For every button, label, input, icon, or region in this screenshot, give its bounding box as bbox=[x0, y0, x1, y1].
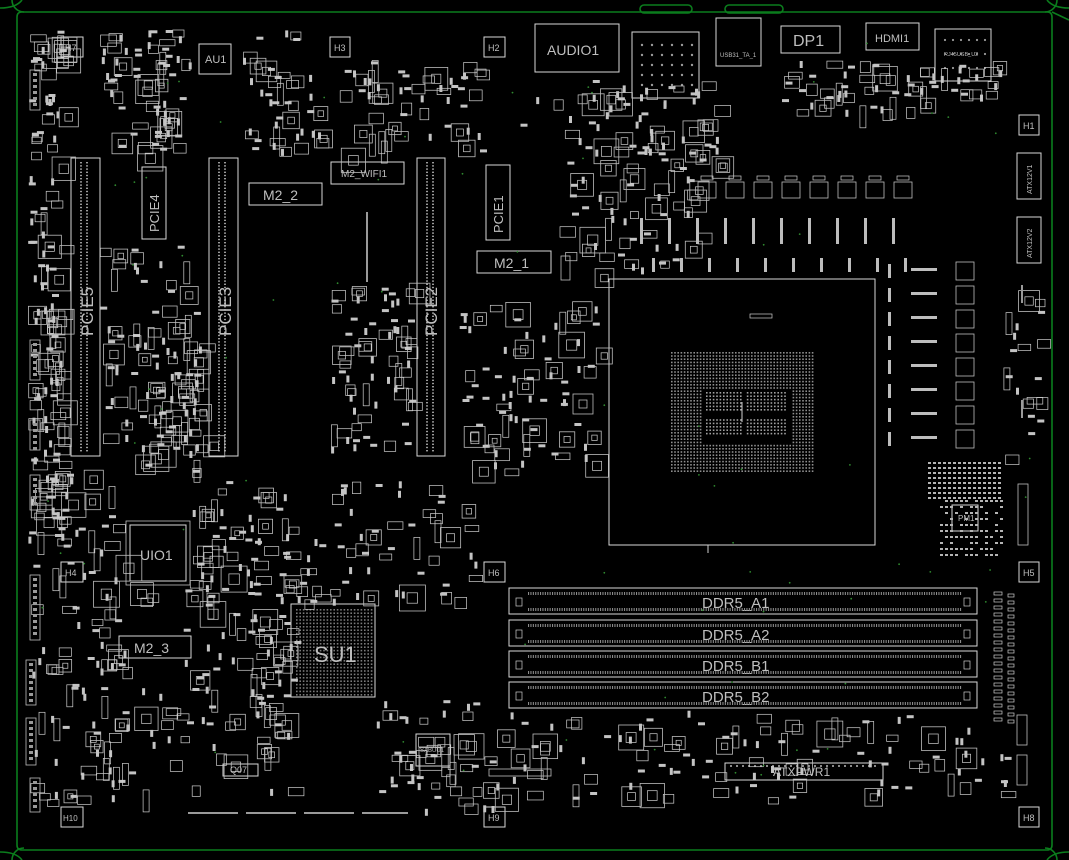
svg-text:PCIE3: PCIE3 bbox=[216, 287, 235, 336]
au1-chip: AU1 bbox=[198, 43, 232, 75]
mounting-hole-h2: H2 bbox=[483, 36, 506, 58]
pcie2-slot: PCIE2 bbox=[416, 157, 446, 457]
svg-text:H3: H3 bbox=[334, 43, 346, 53]
vias bbox=[41, 42, 1031, 776]
mounting-hole-h1: H1 bbox=[1018, 114, 1040, 136]
svg-text:H6: H6 bbox=[488, 568, 500, 578]
svg-text:DDR5_B2: DDR5_B2 bbox=[702, 689, 770, 706]
svg-text:USB31_TA_1: USB31_TA_1 bbox=[720, 53, 757, 59]
svg-text:ATX12V1: ATX12V1 bbox=[1027, 164, 1034, 194]
svg-text:PCIE1: PCIE1 bbox=[491, 195, 506, 233]
pcie3-slot: PCIE3 bbox=[208, 157, 239, 457]
mounting-hole-h8: H8 bbox=[1018, 806, 1040, 828]
svg-text:M2_1: M2_1 bbox=[494, 255, 529, 271]
su1-chipset: SU1 bbox=[290, 603, 376, 698]
svg-text:AUDIO1: AUDIO1 bbox=[547, 42, 599, 58]
ddr5-a1-slot: DDR5_A1 bbox=[508, 587, 978, 615]
hdmi1-connector: HDMI1 bbox=[865, 22, 920, 51]
dp1-connector: DP1 bbox=[780, 25, 841, 54]
svg-text:M2_WIFI1: M2_WIFI1 bbox=[341, 169, 388, 180]
mounting-hole-h10: H10 bbox=[60, 806, 84, 828]
m2-1-slot: M2_1 bbox=[476, 250, 552, 274]
pcie4-slot: PCIE4 bbox=[141, 166, 167, 240]
svg-text:H9: H9 bbox=[488, 813, 500, 823]
svg-text:H8: H8 bbox=[1023, 813, 1035, 823]
svg-text:DDR5_A2: DDR5_A2 bbox=[702, 627, 770, 644]
svg-text:PCIE2: PCIE2 bbox=[422, 287, 441, 336]
svg-text:HDMI1: HDMI1 bbox=[875, 33, 909, 45]
m2-3-slot: M2_3 bbox=[118, 635, 192, 659]
svg-text:Q07: Q07 bbox=[230, 765, 247, 775]
ddr5-a2-slot: DDR5_A2 bbox=[508, 619, 978, 647]
pcie5-slot: PCIE5 bbox=[70, 157, 101, 457]
svg-text:M2_2: M2_2 bbox=[263, 187, 298, 203]
sabuu1-chip: SABUU1 bbox=[415, 733, 451, 767]
mounting-hole-h3: H3 bbox=[329, 36, 351, 58]
svg-text:H1: H1 bbox=[1023, 121, 1035, 131]
svg-text:H7: H7 bbox=[65, 43, 77, 53]
svg-text:DDR5_B1: DDR5_B1 bbox=[702, 658, 770, 675]
ddr5-b2-slot: DDR5_B2 bbox=[508, 681, 978, 709]
uio1-chip: UIO1 bbox=[125, 520, 191, 586]
usb-stack-connector bbox=[631, 31, 700, 99]
m2-wifi1-slot: M2_WIFI1 bbox=[330, 161, 405, 185]
svg-text:AU1: AU1 bbox=[205, 54, 226, 66]
svg-text:PCIE5: PCIE5 bbox=[78, 287, 97, 336]
svg-text:M2_3: M2_3 bbox=[134, 640, 169, 656]
svg-text:ATX12V2: ATX12V2 bbox=[1027, 228, 1034, 258]
small-components bbox=[25, 29, 1052, 816]
usb31-connector: USB31_TA_1 bbox=[715, 17, 762, 67]
audio1-connector: AUDIO1 bbox=[534, 23, 620, 73]
svg-text:DP1: DP1 bbox=[793, 33, 824, 50]
svg-text:H10: H10 bbox=[63, 814, 78, 823]
svg-text:H4: H4 bbox=[65, 568, 77, 578]
atx12v1-connector: ATX12V1 bbox=[1016, 152, 1042, 200]
ddr5-b1-slot: DDR5_B1 bbox=[508, 650, 978, 678]
mounting-hole-h5: H5 bbox=[1018, 561, 1040, 583]
svg-text:DDR5_A1: DDR5_A1 bbox=[702, 595, 770, 612]
cpu-socket bbox=[608, 278, 876, 553]
svg-text:H2: H2 bbox=[488, 43, 500, 53]
svg-text:PCIE4: PCIE4 bbox=[147, 194, 162, 232]
mounting-hole-h4: H4 bbox=[60, 561, 84, 583]
svg-text:UIO1: UIO1 bbox=[140, 547, 173, 563]
pcie1-slot: PCIE1 bbox=[485, 164, 511, 241]
svg-text:SABUU1: SABUU1 bbox=[420, 748, 445, 754]
mounting-hole-h6: H6 bbox=[483, 561, 506, 583]
atx12v2-connector: ATX12V2 bbox=[1016, 216, 1042, 264]
m2-2-slot: M2_2 bbox=[248, 182, 323, 206]
svg-text:SU1: SU1 bbox=[314, 642, 357, 667]
vrm-components bbox=[640, 175, 1015, 724]
svg-text:H5: H5 bbox=[1023, 568, 1035, 578]
rj45-connector: RJ45USB_U2 bbox=[934, 28, 992, 82]
